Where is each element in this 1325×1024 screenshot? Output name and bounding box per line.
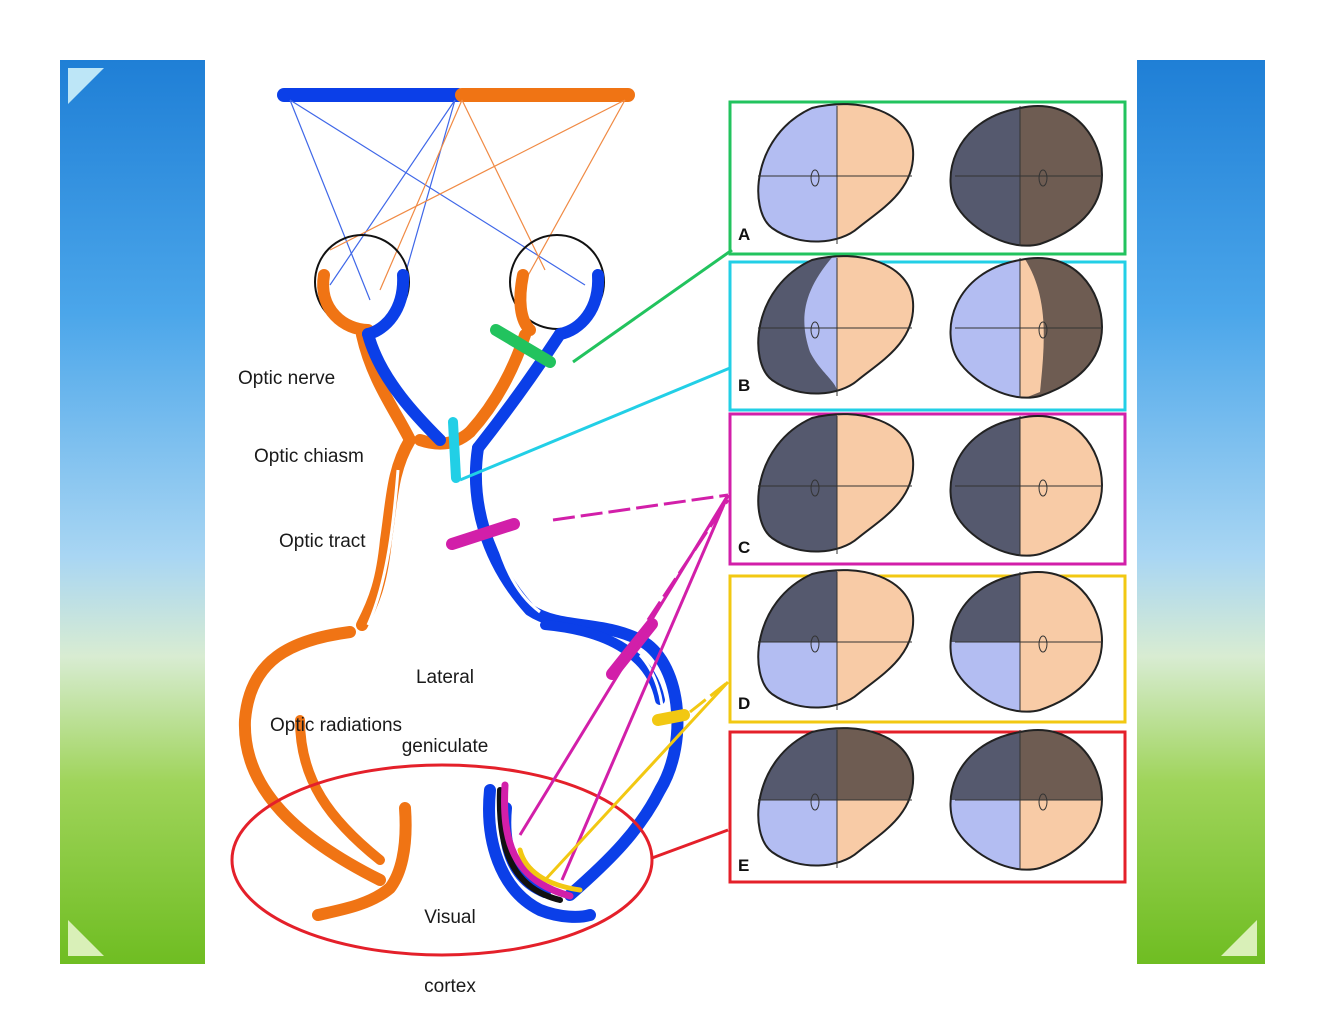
visual-cortex-ellipse: [230, 763, 654, 957]
panel-letter-d: D: [738, 694, 751, 713]
panel-letter-a: A: [738, 225, 751, 244]
label-visual-cortex: Visual cortex: [410, 860, 490, 1021]
corner-triangle-bottom-left: [68, 920, 104, 956]
panel-letter-b: B: [738, 376, 751, 395]
blue-pathway-highlight: [488, 469, 665, 801]
corner-triangle-bottom-right: [1221, 920, 1257, 956]
label-visual-cortex-line1: Visual: [424, 907, 476, 928]
panel-letter-e: E: [738, 856, 750, 875]
lesion-d-marker: [652, 709, 690, 726]
orange-pathway-highlight: [260, 469, 400, 874]
label-lateral-geniculate: Lateral geniculate: [395, 620, 495, 781]
label-optic-nerve: Optic nerve: [238, 368, 336, 389]
lesion-a-marker: [490, 324, 556, 368]
corner-triangle-top-left: [68, 68, 104, 104]
light-rays: [289, 99, 626, 301]
label-optic-radiations: Optic radiations: [270, 715, 403, 736]
label-optic-tract: Optic tract: [279, 531, 366, 552]
panel-d: [728, 569, 1127, 724]
panel-c: [728, 412, 1127, 566]
panel-b: [728, 255, 1127, 412]
panel-letter-c: C: [738, 538, 751, 557]
cortex-bands: [496, 781, 583, 903]
panel-e: [728, 727, 1127, 884]
orange-pathway: [238, 269, 536, 921]
connector-lines: [459, 248, 733, 882]
label-lateral-geniculate-line2: geniculate: [401, 736, 489, 757]
label-lateral-geniculate-line1: Lateral: [415, 667, 475, 688]
lesion-c-marker: [446, 518, 520, 550]
panel-a: [728, 100, 1127, 256]
label-optic-chiasm: Optic chiasm: [254, 446, 364, 467]
lesion-b-marker: [448, 417, 461, 483]
label-visual-cortex-line2: cortex: [424, 976, 476, 997]
